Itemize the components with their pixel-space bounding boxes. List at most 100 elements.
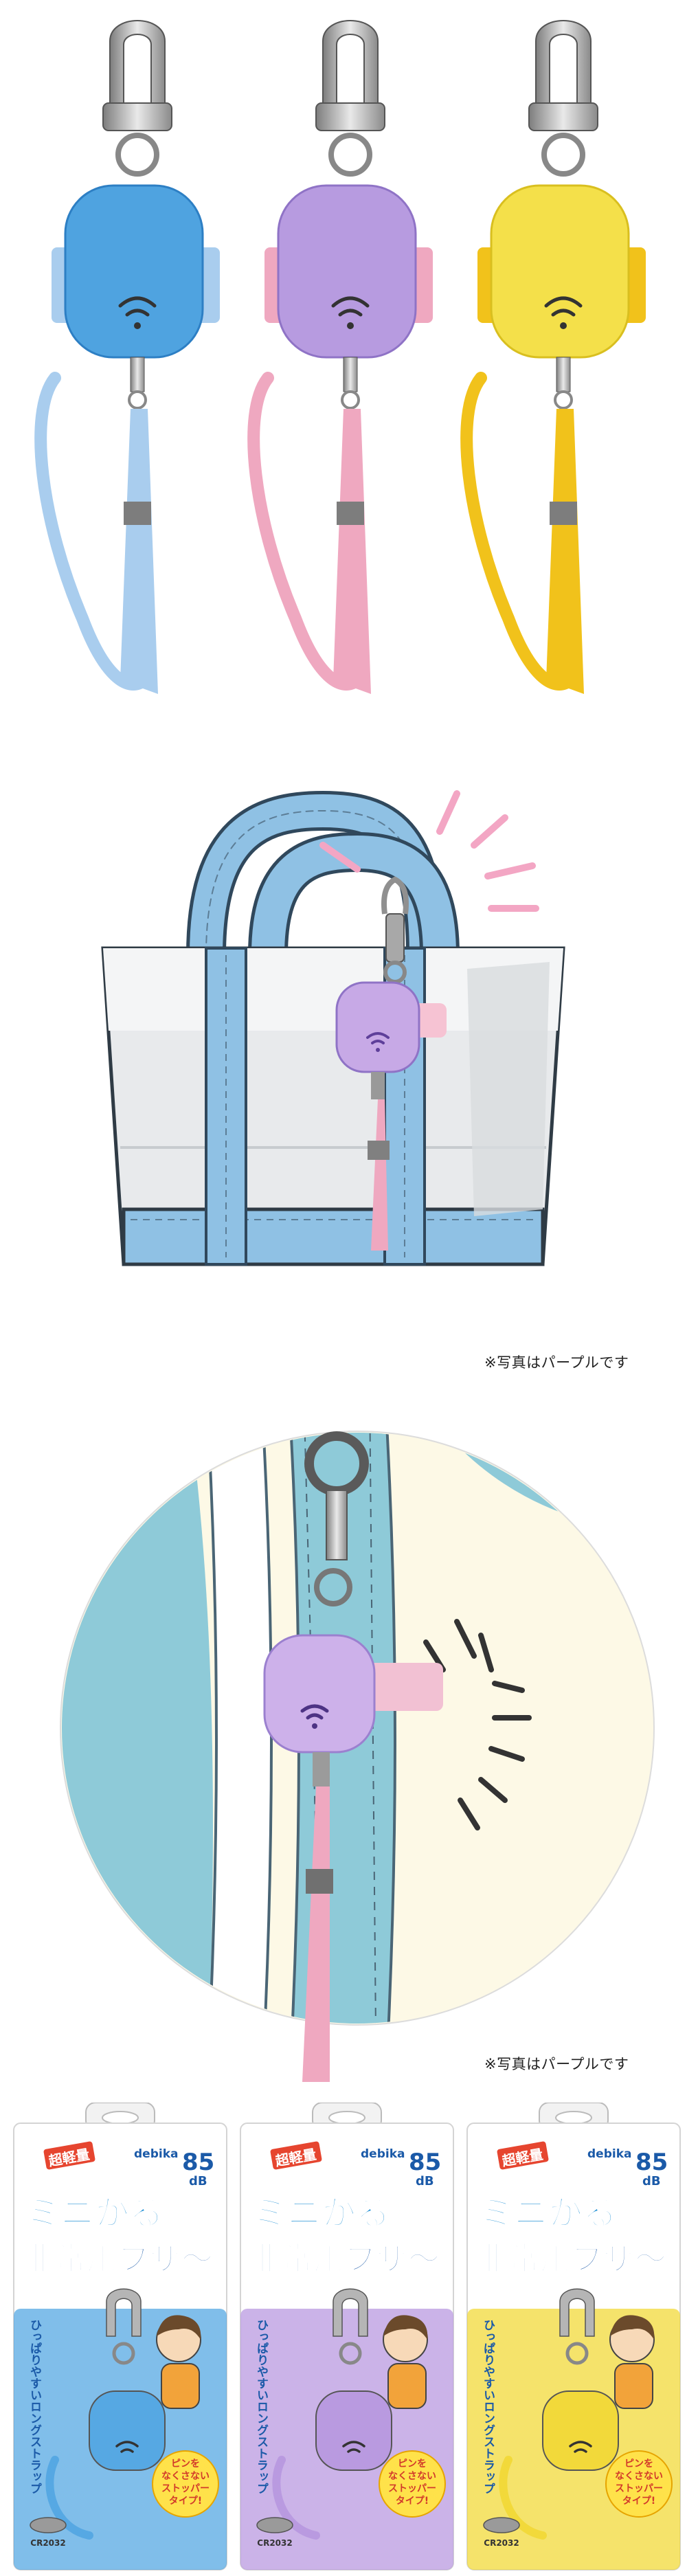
buzzer-body (490, 184, 630, 359)
battery-label: CR2032 (257, 2538, 292, 2548)
side-copy: ひっぱりやすいロングストラップ (254, 2319, 269, 2494)
pkg-buzzer-body (542, 2390, 619, 2471)
pin-stopper-text: タイプ! (396, 2496, 429, 2507)
alarm-sound-lines (319, 790, 539, 912)
buzzer-body (64, 184, 204, 359)
carabiner-hook (322, 20, 379, 104)
closeup-scene: ※写真はパープルです (0, 1388, 687, 2103)
pin-ring (128, 390, 147, 410)
pin-stopper-bubble (379, 2450, 446, 2518)
brand-name: debika (587, 2147, 631, 2161)
pkg-buzzer-body (89, 2390, 166, 2471)
product-lineup-illustration (34, 20, 646, 694)
pull-pin (130, 357, 145, 392)
pin-stopper-text: タイプ! (169, 2496, 202, 2507)
pkg-carabiner (106, 2288, 142, 2337)
title-line-2: 非常用ブザ〜 (477, 2240, 666, 2277)
lanyard-clasp (337, 502, 364, 525)
buzzer-body (277, 184, 417, 359)
pin-stopper-text: なくさない (161, 2471, 210, 2482)
decibel-value: 85 (409, 2149, 441, 2176)
pkg-key-ring (112, 2342, 135, 2365)
tote-handles (186, 790, 460, 975)
pkg-lanyard (499, 2456, 547, 2540)
title-line-2: 非常用ブザ〜 (250, 2240, 440, 2277)
buzzer-on-tote (335, 876, 447, 1251)
buzzer-purple (247, 20, 433, 694)
pin-stopper-text: ピンを (398, 2459, 427, 2469)
wifi-icon-dot (134, 322, 141, 329)
buzzer-blue (34, 20, 220, 694)
lanyard-strap (333, 409, 371, 694)
decibel-unit: dB (416, 2174, 434, 2188)
swivel-clip (102, 102, 172, 131)
brand-name: debika (361, 2147, 405, 2161)
title-line-1: ミニかる (26, 2193, 164, 2233)
carabiner-hook (535, 20, 592, 104)
pkg-key-ring (565, 2342, 589, 2365)
brand-name: debika (134, 2147, 178, 2161)
swivel-clip (315, 102, 385, 131)
key-ring (115, 133, 159, 177)
key-ring (328, 133, 372, 177)
pin-stopper-bubble (605, 2450, 673, 2518)
battery-label: CR2032 (484, 2538, 519, 2548)
character-hair (157, 2315, 201, 2340)
pkg-buzzer-body (315, 2390, 392, 2471)
side-copy: ひっぱりやすいロングストラップ (27, 2319, 42, 2494)
decibel-unit: dB (642, 2174, 661, 2188)
pkg-lanyard (272, 2456, 320, 2540)
wifi-icon-dot (347, 322, 354, 329)
pkg-lanyard (45, 2456, 93, 2540)
buzzer-closeup (263, 1431, 443, 2082)
decibel-value: 85 (182, 2149, 214, 2176)
pin-ring (341, 390, 360, 410)
pkg-carabiner (333, 2288, 368, 2337)
carabiner-hook (109, 20, 166, 104)
hang-hole (555, 2111, 592, 2125)
badge-bg (43, 2141, 95, 2170)
hang-hole (102, 2111, 139, 2125)
lanyard-strap (546, 409, 584, 694)
decibel-value: 85 (635, 2149, 668, 2176)
pull-pin (556, 357, 571, 392)
pin-stopper-text: ストッパー (615, 2483, 663, 2494)
title-line-1: ミニかる (253, 2193, 390, 2233)
pin-stopper-text: ストッパー (388, 2483, 436, 2494)
pkg-wifi-icon (342, 2441, 365, 2453)
key-ring (541, 133, 585, 177)
character-backpack (387, 2363, 427, 2409)
wifi-icon (118, 296, 157, 317)
decibel-unit: dB (189, 2174, 207, 2188)
badge-bg (270, 2141, 322, 2170)
pin-stopper-bubble (152, 2450, 219, 2518)
character-hair (610, 2315, 655, 2340)
character-backpack (614, 2363, 653, 2409)
tote-bag-illustration (101, 790, 565, 1266)
badge-bg (497, 2141, 549, 2170)
swivel-clip (528, 102, 598, 131)
character-backpack (161, 2363, 200, 2409)
pin-stopper-text: ストッパー (161, 2483, 210, 2494)
pin-stopper-text: タイプ! (622, 2496, 655, 2507)
wifi-icon (544, 296, 583, 317)
wifi-icon-dot (560, 322, 567, 329)
tote-body (101, 946, 565, 1266)
battery-icon (256, 2517, 293, 2533)
lanyard-clasp (124, 502, 151, 525)
pkg-wifi-icon (569, 2441, 592, 2453)
title-line-2: 非常用ブザ〜 (23, 2240, 213, 2277)
lanyard-clasp (550, 502, 577, 525)
hang-hole (328, 2111, 365, 2125)
pull-pin (343, 357, 358, 392)
alarm-sound-lines (423, 1619, 532, 1830)
battery-label: CR2032 (30, 2538, 65, 2548)
pin-stopper-text: ピンを (171, 2459, 200, 2469)
pin-stopper-text: なくさない (388, 2471, 436, 2482)
side-copy: ひっぱりやすいロングストラップ (481, 2319, 495, 2494)
